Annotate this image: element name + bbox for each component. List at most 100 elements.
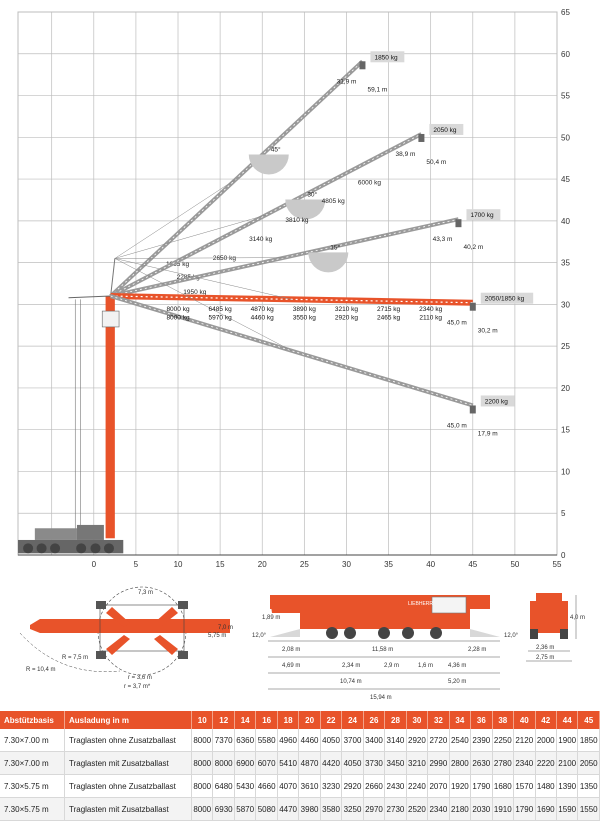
plot-frame (17, 11, 558, 556)
load-value: 1790 (470, 774, 493, 798)
carrier-cab (76, 524, 104, 540)
hook-block (469, 302, 476, 311)
tip-height-label: 17,9 m (478, 430, 498, 437)
jib-lattice (110, 295, 473, 406)
rear-wheel (530, 629, 538, 639)
counter-jib (68, 295, 111, 299)
ramp-angle-front (270, 629, 300, 637)
tie-line (114, 258, 292, 300)
rear-body (530, 601, 568, 633)
carrier-front (30, 619, 40, 633)
wheel (378, 627, 390, 639)
load-value: 1680 (492, 774, 515, 798)
row-outrigger-base: 7.30×7.00 m (0, 751, 65, 775)
wheel (50, 543, 61, 554)
jib-load-top: 3890 kg (293, 306, 317, 313)
dim-axle-3: 1,6 m (418, 663, 433, 669)
y-tick-label: 0 (561, 551, 566, 560)
x-tick-label: 45 (468, 560, 477, 569)
tip-load-box (370, 51, 405, 63)
load-value: 6480 (212, 774, 235, 798)
tip-height-label: 30,2 m (478, 328, 498, 335)
load-value: 2050 (577, 751, 600, 775)
dim-front-overhang: 2,08 m (282, 647, 300, 653)
y-tick-label: 15 (561, 426, 570, 435)
load-value: 6900 (234, 751, 257, 775)
tip-load-label: 2050/1850 kg (485, 296, 525, 303)
wheel (76, 543, 87, 554)
hook-block (359, 61, 366, 70)
header-radius-value: 28 (384, 711, 407, 729)
outrigger-pad (178, 601, 188, 609)
load-value: 2180 (449, 797, 472, 821)
row-label: Traglasten mit Zusatzballast (64, 797, 192, 821)
load-value: 4870 (298, 751, 321, 775)
load-value: 3230 (320, 774, 343, 798)
jib-load-bottom: 2465 kg (377, 314, 401, 321)
load-value: 2720 (427, 729, 450, 752)
load-value: 1480 (535, 774, 557, 798)
dim-overall-width: 2,75 m (536, 655, 554, 661)
load-value: 4420 (320, 751, 343, 775)
jib-load-top: 2715 kg (377, 306, 401, 313)
y-tick-label: 5 (561, 509, 566, 518)
tie-line (114, 257, 285, 259)
load-value: 2730 (384, 797, 407, 821)
load-value: 6070 (255, 751, 278, 775)
load-value: 4070 (277, 774, 300, 798)
row-outrigger-base: 7.30×7.00 m (0, 729, 65, 752)
tip-load-label: 2050 kg (433, 127, 457, 134)
load-value: 1350 (577, 774, 600, 798)
operator-cab (101, 310, 120, 328)
jib-load-bottom: 3550 kg (293, 314, 317, 321)
wheel (36, 543, 47, 554)
wheel (402, 627, 414, 639)
header-radius-value: 34 (449, 711, 472, 729)
y-tick-label: 55 (561, 92, 570, 101)
dim-radius-tail: R = 7,5 m (62, 655, 88, 661)
dim-outrigger-length: 7,3 m (138, 590, 153, 596)
x-tick-label: 40 (426, 560, 435, 569)
load-value: 8000 (212, 751, 235, 775)
jib-lattice (110, 60, 363, 297)
jib-angle-label: 45° (271, 145, 281, 153)
header-radius-value: 45 (577, 711, 600, 729)
tip-radius-label: 38,9 m (396, 151, 416, 158)
crane-dimension-drawings: 7,3 m 7,0 m 5,75 m R = 7,5 m R = 10,4 m … (19, 586, 585, 701)
wheel (326, 627, 338, 639)
load-value: 1390 (556, 774, 579, 798)
load-value: 3610 (298, 774, 321, 798)
load-value: 5430 (234, 774, 257, 798)
header-radius-value: 22 (320, 711, 343, 729)
wheel (103, 543, 114, 554)
row-outrigger-base: 7.30×5.75 m (0, 774, 65, 798)
load-value: 4050 (320, 729, 343, 752)
load-value: 1570 (513, 774, 536, 798)
load-value: 1910 (492, 797, 515, 821)
brand-label: LIEBHERR (408, 601, 433, 607)
tie-line (114, 258, 292, 351)
row-label: Traglasten ohne Zusatzballast (64, 774, 192, 798)
x-tick-label: 25 (300, 560, 309, 569)
dim-rear-height: 4,0 m (570, 615, 585, 621)
x-tick-label: 50 (510, 560, 519, 569)
load-value: 2340 (427, 797, 450, 821)
load-value: 3250 (341, 797, 364, 821)
outrigger-arm (106, 607, 130, 627)
load-value: 8000 (191, 774, 214, 798)
tip-radius-label: 43,3 m (433, 236, 453, 243)
load-value: 3140 (384, 729, 407, 752)
load-value: 3700 (341, 729, 364, 752)
load-value: 7370 (212, 729, 235, 752)
dim-outrigger-width-full: 7,0 m (218, 625, 233, 631)
load-value: 1790 (513, 797, 536, 821)
dim-rear-length: 5,20 m (448, 679, 466, 685)
jib-load-top: 6485 kg (209, 306, 233, 313)
driver-cab (431, 596, 467, 614)
load-value: 2920 (341, 774, 364, 798)
tip-load-label: 1700 kg (470, 212, 494, 219)
